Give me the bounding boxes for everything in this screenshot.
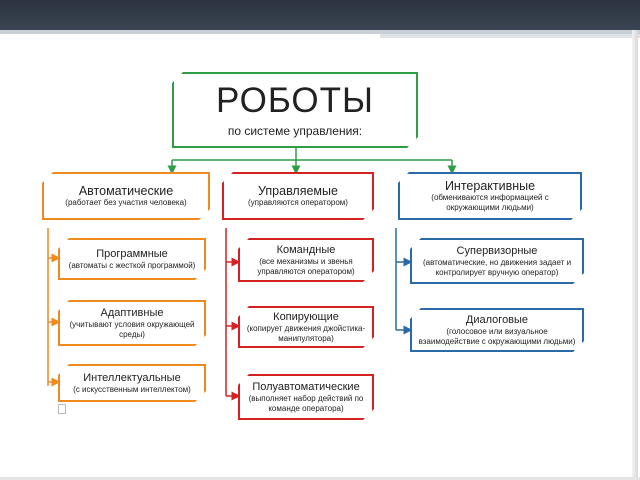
- slide-bottom-frame: [0, 477, 640, 480]
- automatic-item-desc: (с искусственным интеллектом): [73, 384, 191, 394]
- automatic-item-desc: (автоматы с жесткой программой): [68, 260, 196, 270]
- category-interactive-title: Интерактивные: [444, 179, 536, 193]
- automatic-item-programmed: Программные (автоматы с жесткой программ…: [58, 238, 206, 280]
- managed-connectors: [225, 228, 241, 401]
- root-box: РОБОТЫ по системе управления:: [172, 72, 418, 148]
- automatic-item-title: Интеллектуальные: [83, 371, 181, 384]
- managed-item-copying: Копирующие (копирует движения джойстика-…: [238, 306, 374, 348]
- automatic-item-intellectual: Интеллектуальные (с искусственным интелл…: [58, 364, 206, 402]
- category-interactive-desc: (обмениваются информацией с окружающими …: [431, 193, 549, 212]
- managed-item-title: Копирующие: [273, 310, 339, 323]
- category-interactive: Интерактивные (обмениваются информацией …: [398, 172, 582, 220]
- slide-right-frame: [632, 30, 638, 478]
- category-automatic: Автоматические (работает без участия чел…: [42, 172, 210, 220]
- managed-item-semiautomatic: Полуавтоматические (выполняет набор дейс…: [238, 374, 374, 420]
- category-automatic-desc: (работает без участия человека): [65, 198, 187, 207]
- interactive-item-desc: (голосовое или визуальное взаимодействие…: [418, 326, 576, 346]
- managed-item-desc: (все механизмы и звенья управляются опер…: [257, 256, 355, 276]
- automatic-connectors: [47, 228, 61, 387]
- managed-item-title: Командные: [276, 243, 336, 256]
- interactive-item-title: Диалоговые: [465, 313, 529, 326]
- managed-item-desc: (выполняет набор действий по команде опе…: [248, 393, 364, 413]
- interactive-item-supervisory: Супервизорные (автоматические, но движен…: [410, 238, 584, 284]
- slide-top-accent-line: [380, 34, 640, 38]
- automatic-item-adaptive: Адаптивные (учитывают условия окружающей…: [58, 300, 206, 346]
- category-managed: Управляемые (управляются оператором): [222, 172, 374, 220]
- root-title: РОБОТЫ: [216, 81, 374, 120]
- automatic-item-title: Адаптивные: [100, 306, 164, 319]
- placeholder-mark: [58, 404, 66, 414]
- interactive-item-dialog: Диалоговые (голосовое или визуальное вза…: [410, 308, 584, 352]
- automatic-item-desc: (учитывают условия окружающей среды): [69, 319, 195, 339]
- slide-top-line: [0, 30, 640, 34]
- managed-item-desc: (копирует движения джойстика-манипулятор…: [246, 323, 366, 343]
- interactive-connectors: [395, 228, 413, 335]
- category-managed-desc: (управляются оператором): [248, 198, 348, 207]
- managed-item-title: Полуавтоматические: [252, 380, 360, 393]
- category-managed-title: Управляемые: [258, 184, 338, 198]
- interactive-item-desc: (автоматические, но движения задает и ко…: [422, 257, 572, 277]
- category-automatic-title: Автоматические: [78, 184, 174, 198]
- managed-item-command: Командные (все механизмы и звенья управл…: [238, 238, 374, 282]
- interactive-item-title: Супервизорные: [456, 244, 538, 257]
- automatic-item-title: Программные: [96, 247, 168, 260]
- slide-top-bar: [0, 0, 640, 30]
- root-subtitle: по системе управления:: [227, 124, 363, 138]
- root-connectors: [167, 148, 457, 175]
